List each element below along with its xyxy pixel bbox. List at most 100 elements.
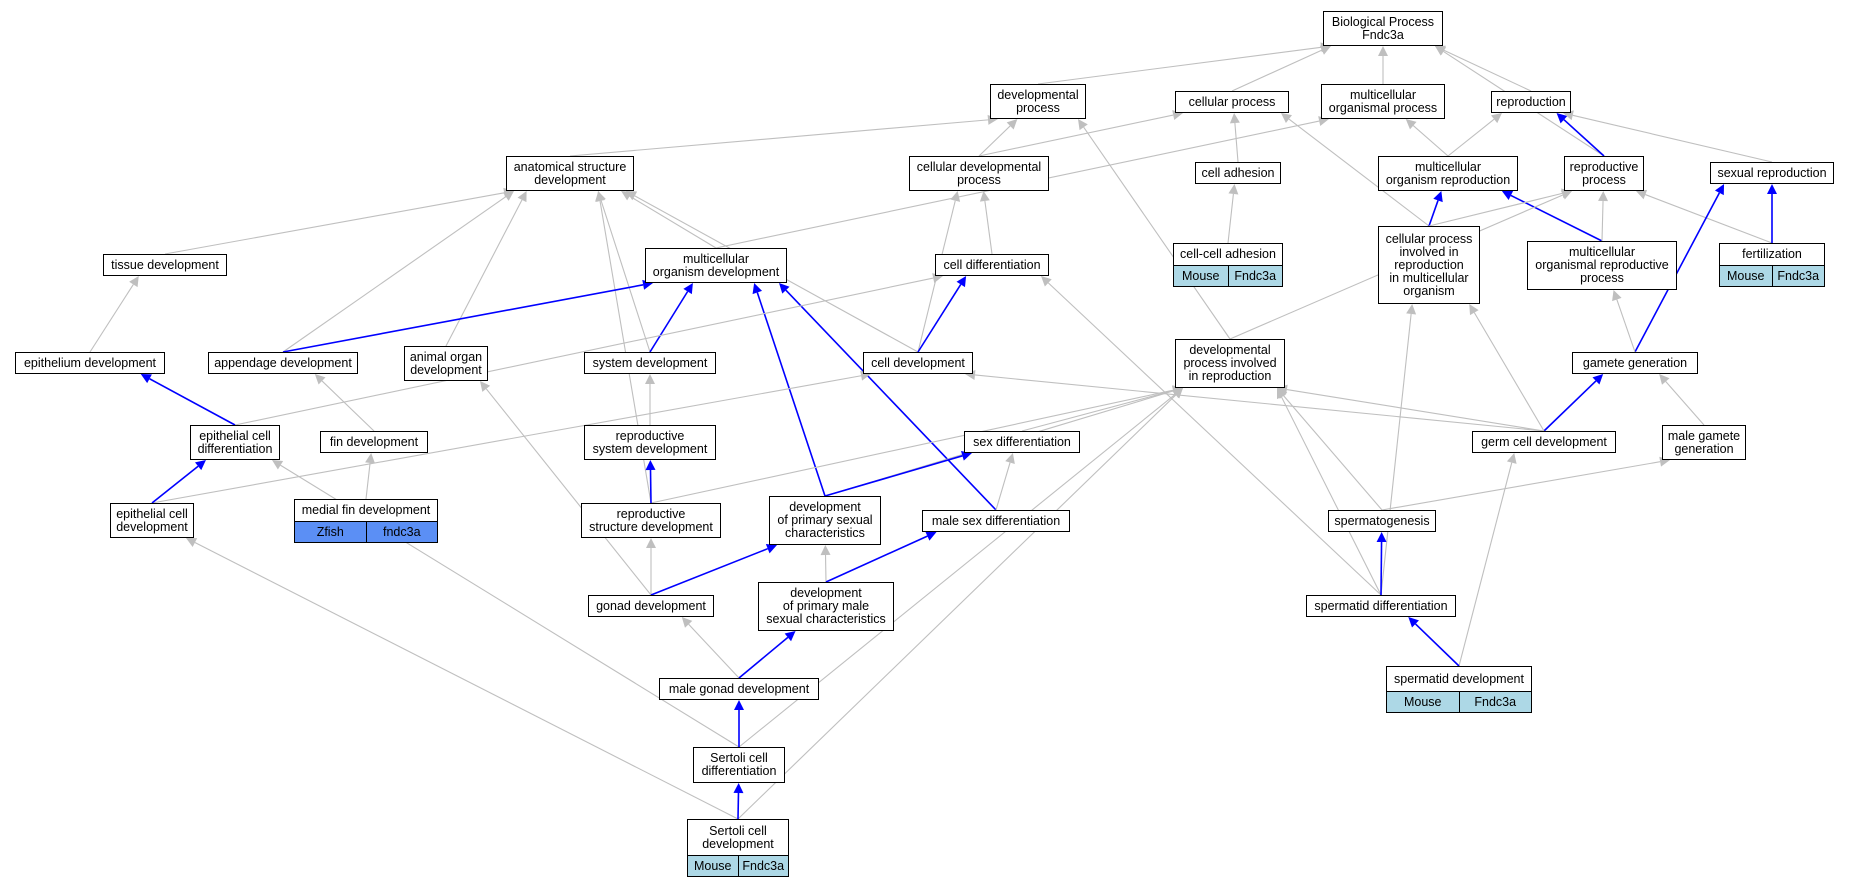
node-sex-diff[interactable]: sex differentiation bbox=[964, 431, 1080, 453]
node-dev-proc[interactable]: developmental process bbox=[990, 84, 1086, 119]
edge-arrowhead bbox=[820, 545, 831, 556]
edge-line bbox=[629, 195, 717, 249]
node-label: cellular developmental process bbox=[916, 159, 1042, 187]
edge-line bbox=[1473, 312, 1545, 432]
edge-line bbox=[1572, 114, 1773, 163]
edge-line bbox=[365, 462, 371, 500]
node-reproduction[interactable]: reproduction bbox=[1491, 91, 1571, 113]
edge-line bbox=[600, 200, 651, 353]
edge-arrowhead bbox=[272, 460, 284, 470]
node-germ-cell-dev[interactable]: germ cell development bbox=[1472, 431, 1616, 453]
node-anat-struct-dev[interactable]: anatomical structure development bbox=[506, 156, 634, 191]
node-label: sexual reproduction bbox=[1717, 165, 1827, 180]
gene-cell[interactable]: Fndc3a bbox=[737, 856, 789, 876]
node-cell-dev-proc[interactable]: cellular developmental process bbox=[909, 156, 1049, 191]
species-cell[interactable]: Mouse bbox=[693, 858, 732, 873]
node-dev-primary-male[interactable]: development of primary male sexual chara… bbox=[758, 582, 894, 631]
gene-cell[interactable]: Fndc3a bbox=[1227, 266, 1283, 286]
node-dev-proc-repro[interactable]: developmental process involved in reprod… bbox=[1175, 339, 1285, 388]
node-dev-primary-sex[interactable]: development of primary sexual characteri… bbox=[769, 496, 881, 545]
node-fin-dev[interactable]: fin development bbox=[320, 431, 428, 453]
node-label: reproductive process bbox=[1569, 159, 1639, 187]
node-spermatid-diff[interactable]: spermatid differentiation bbox=[1306, 595, 1456, 617]
node-sertoli-diff[interactable]: Sertoli cell differentiation bbox=[693, 747, 785, 783]
edge-line bbox=[984, 200, 993, 255]
node-cell-dev[interactable]: cell development bbox=[863, 352, 973, 374]
node-label: epithelial cell differentiation bbox=[197, 428, 273, 456]
node-multi-org-proc[interactable]: multicellular organismal process bbox=[1321, 84, 1445, 119]
node-tissue-dev[interactable]: tissue development bbox=[103, 254, 227, 276]
node-system-dev[interactable]: system development bbox=[584, 352, 716, 374]
node-multi-org-repro[interactable]: multicellular organism reproduction bbox=[1378, 156, 1518, 191]
edge-arrowhead bbox=[1277, 388, 1286, 400]
node-epith-cell-diff[interactable]: epithelial cell differentiation bbox=[190, 425, 280, 460]
node-repro-sys-dev[interactable]: reproductive system development bbox=[584, 425, 716, 460]
node-gonad-dev[interactable]: gonad development bbox=[588, 595, 714, 617]
species-cell[interactable]: Zfish bbox=[316, 524, 344, 539]
edge-arrowhead bbox=[1506, 453, 1517, 464]
node-label: multicellular organismal reproductive pr… bbox=[1535, 245, 1669, 285]
edge-arrowhead bbox=[683, 283, 693, 295]
node-append-dev[interactable]: appendage development bbox=[208, 352, 358, 374]
edge-arrowhead bbox=[1406, 304, 1417, 315]
node-epith-cell-dev[interactable]: epithelial cell development bbox=[110, 503, 194, 538]
node-label: Sertoli cell development bbox=[702, 823, 774, 851]
node-multi-org-dev[interactable]: multicellular organism development bbox=[645, 248, 787, 283]
node-gamete-gen[interactable]: gamete generation bbox=[1572, 352, 1698, 374]
edge-arrowhead bbox=[1659, 374, 1670, 385]
species-cell[interactable]: Mouse bbox=[1181, 268, 1220, 283]
node-label: germ cell development bbox=[1481, 434, 1607, 449]
edge-arrowhead bbox=[626, 191, 638, 201]
node-male-gamete-gen[interactable]: male gamete generation bbox=[1662, 425, 1746, 460]
node-cell-proc-repro[interactable]: cellular process involved in reproductio… bbox=[1378, 226, 1480, 304]
edge-line bbox=[974, 374, 1545, 432]
edge-arrowhead bbox=[1378, 46, 1388, 56]
annotation-row: Mouse Fndc3a bbox=[1174, 265, 1282, 286]
node-label: appendage development bbox=[214, 355, 352, 370]
edge-line bbox=[1458, 462, 1513, 667]
edge-line bbox=[650, 547, 769, 596]
node-male-gonad-dev[interactable]: male gonad development bbox=[659, 678, 819, 700]
node-cell-diff[interactable]: cell differentiation bbox=[935, 254, 1049, 276]
edge-arrowhead bbox=[1636, 189, 1648, 200]
edge-line bbox=[1412, 125, 1449, 157]
edge-arrowhead bbox=[1556, 113, 1568, 124]
edge-line bbox=[1601, 200, 1604, 242]
species-cell[interactable]: Mouse bbox=[1403, 694, 1442, 709]
edge-line bbox=[1381, 461, 1661, 511]
edge-line bbox=[321, 380, 375, 432]
edge-line bbox=[650, 389, 1174, 504]
node-sexual-repro[interactable]: sexual reproduction bbox=[1710, 162, 1834, 184]
node-cell-adhesion[interactable]: cell adhesion bbox=[1195, 162, 1281, 184]
node-bp[interactable]: Biological Process Fndc3a bbox=[1323, 11, 1443, 46]
node-male-sex-diff[interactable]: male sex differentiation bbox=[922, 510, 1070, 532]
edge-arrowhead bbox=[1041, 276, 1052, 287]
edge-line bbox=[1227, 193, 1234, 244]
node-cell-proc[interactable]: cellular process bbox=[1175, 91, 1289, 113]
gene-cell[interactable]: fndc3a bbox=[365, 522, 438, 542]
edge-arrowhead bbox=[956, 276, 967, 288]
node-epith-dev[interactable]: epithelium development bbox=[15, 352, 165, 374]
edge-line bbox=[785, 289, 997, 511]
species-cell[interactable]: Mouse bbox=[1726, 268, 1765, 283]
edge-line bbox=[1231, 49, 1323, 92]
edge-arrowhead bbox=[734, 700, 744, 710]
node-repro-proc[interactable]: reproductive process bbox=[1564, 156, 1644, 191]
node-spermatogenesis[interactable]: spermatogenesis bbox=[1328, 510, 1436, 532]
node-animal-organ-dev[interactable]: animal organ development bbox=[404, 346, 488, 381]
node-repro-struct-dev[interactable]: reproductive structure development bbox=[581, 503, 721, 538]
edge-line bbox=[1634, 192, 1721, 353]
node-label: fin development bbox=[329, 434, 419, 449]
gene-cell[interactable]: Fndc3a bbox=[1458, 692, 1532, 712]
edge-line bbox=[234, 277, 934, 426]
edge-arrowhead bbox=[681, 617, 693, 628]
gene-cell[interactable]: Fndc3a bbox=[1771, 266, 1825, 286]
node-multi-org-repro-proc[interactable]: multicellular organismal reproductive pr… bbox=[1527, 241, 1677, 290]
edge-arrowhead bbox=[1078, 119, 1088, 131]
node-label: animal organ development bbox=[409, 349, 483, 377]
